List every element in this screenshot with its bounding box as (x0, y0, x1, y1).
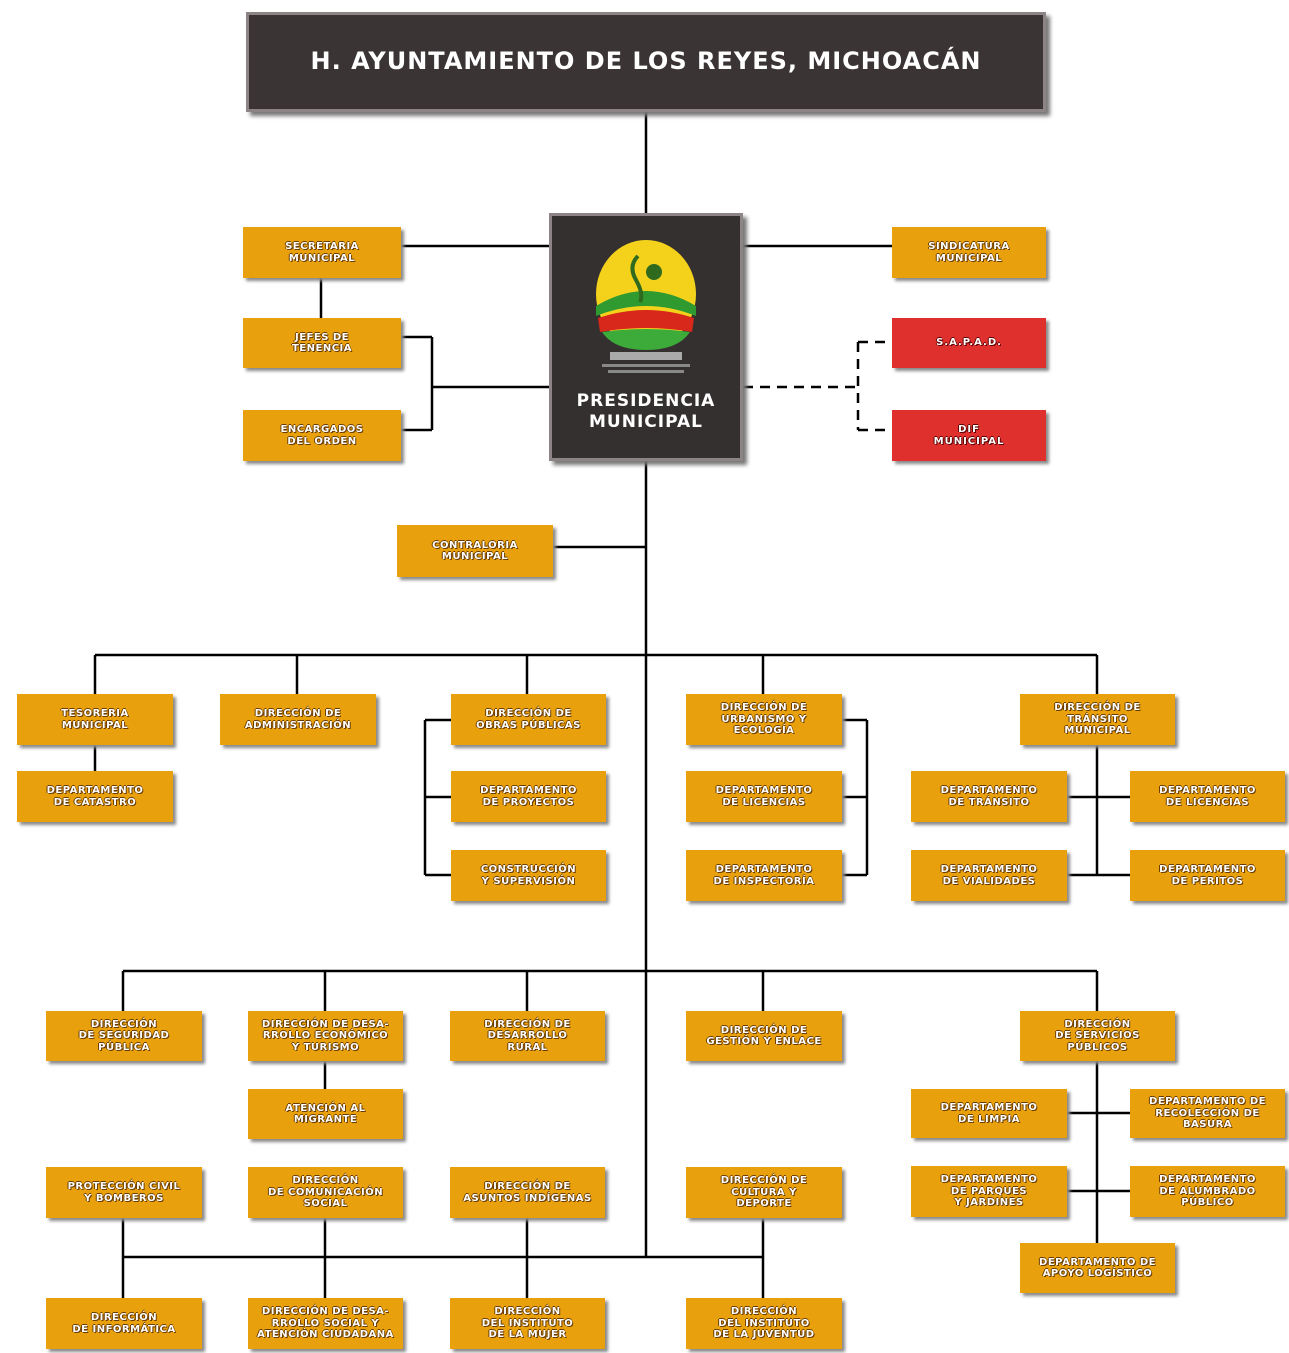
direccion-de-gestion-y-enlace: DIRECCIÓN DE GESTIÓN Y ENLACE (686, 1011, 842, 1061)
departamento-de-limpia: DEPARTAMENTO DE LIMPIA (911, 1089, 1067, 1138)
proteccion-civil-y-bomberos: PROTECCIÓN CIVIL Y BOMBEROS (46, 1167, 202, 1218)
direccion-de-desarrollo-rural: DIRECCIÓN DE DESARROLLO RURAL (450, 1011, 605, 1061)
municipal-seal-logo (596, 240, 696, 373)
direccion-de-desarrollo-economico: DIRECCIÓN DE DESA- RROLLO ECONÓMICO Y TU… (248, 1011, 403, 1061)
sindicatura-municipal: SINDICATURA MUNICIPAL (892, 227, 1046, 278)
org-title: H. AYUNTAMIENTO DE LOS REYES, MICHOACÁN (246, 12, 1046, 112)
direccion-de-urbanismo-y-ecologia: DIRECCIÓN DE URBANISMO Y ECOLOGÍA (686, 694, 842, 745)
secretaria-municipal: SECRETARIA MUNICIPAL (243, 227, 401, 278)
direccion-del-instituto-de-la-mujer: DIRECCIÓN DEL INSTITUTO DE LA MUJER (450, 1298, 605, 1349)
direccion-de-obras-publicas: DIRECCIÓN DE OBRAS PÚBLICAS (451, 694, 606, 745)
presidencia-label: PRESIDENCIA MUNICIPAL (576, 391, 716, 433)
construccion-y-supervision: CONSTRUCCIÓN Y SUPERVISIÓN (451, 850, 606, 901)
departamento-de-parques-y-jardines: DEPARTAMENTO DE PARQUES Y JARDINES (911, 1166, 1067, 1217)
departamento-de-alumbrado-publico: DEPARTAMENTO DE ALUMBRADO PÚBLICO (1130, 1166, 1285, 1217)
dif-municipal: DIF MUNICIPAL (892, 410, 1046, 461)
direccion-de-informatica: DIRECCIÓN DE INFORMÁTICA (46, 1298, 202, 1349)
departamento-de-peritos: DEPARTAMENTO DE PERITOS (1130, 850, 1285, 901)
sapad: S.A.P.A.D. (892, 318, 1046, 368)
direccion-de-comunicacion-social: DIRECCIÓN DE COMUNICACIÓN SOCIAL (248, 1167, 403, 1218)
departamento-de-licencias-transito: DEPARTAMENTO DE LICENCIAS (1130, 771, 1285, 822)
presidencia-municipal-box: PRESIDENCIA MUNICIPAL (549, 213, 743, 461)
direccion-del-instituto-de-la-juventud: DIRECCIÓN DEL INSTITUTO DE LA JUVENTUD (686, 1298, 842, 1349)
direccion-de-asuntos-indigenas: DIRECCIÓN DE ASUNTOS INDÍGENAS (450, 1167, 605, 1218)
tesoreria-municipal: TESORERIA MUNICIPAL (17, 694, 173, 745)
atencion-al-migrante: ATENCIÓN AL MIGRANTE (248, 1089, 403, 1139)
departamento-de-apoyo-logistico: DEPARTAMENTO DE APOYO LOGÍSTICO (1020, 1243, 1175, 1293)
departamento-de-licencias-urbanismo: DEPARTAMENTO DE LICENCIAS (686, 771, 842, 822)
departamento-de-recoleccion-de-basura: DEPARTAMENTO DE RECOLECCIÓN DE BASURA (1130, 1089, 1285, 1138)
departamento-de-vialidades: DEPARTAMENTO DE VIALIDADES (911, 850, 1067, 901)
jefes-de-tenencia: JEFES DE TENENCIA (243, 318, 401, 368)
departamento-de-proyectos: DEPARTAMENTO DE PROYECTOS (451, 771, 606, 822)
departamento-de-catastro: DEPARTAMENTO DE CATASTRO (17, 771, 173, 822)
direccion-de-seguridad-publica: DIRECCIÓN DE SEGURIDAD PÚBLICA (46, 1011, 202, 1061)
direccion-de-cultura-y-deporte: DIRECCIÓN DE CULTURA Y DEPORTE (686, 1167, 842, 1218)
departamento-de-transito: DEPARTAMENTO DE TRÁNSITO (911, 771, 1067, 822)
direccion-de-transito-municipal: DIRECCIÓN DE TRÁNSITO MUNICIPAL (1020, 694, 1175, 745)
departamento-de-inspectoria: DEPARTAMENTO DE INSPECTORÍA (686, 850, 842, 901)
encargados-del-orden: ENCARGADOS DEL ORDEN (243, 410, 401, 461)
direccion-de-servicios-publicos: DIRECCIÓN DE SERVICIOS PÚBLICOS (1020, 1011, 1175, 1061)
direccion-de-desarrollo-social: DIRECCIÓN DE DESA- RROLLO SOCIAL Y ATENC… (248, 1298, 403, 1349)
contraloria-municipal: CONTRALORIA MUNICIPAL (397, 525, 553, 577)
direccion-de-administracion: DIRECCIÓN DE ADMINISTRACIÓN (220, 694, 376, 745)
